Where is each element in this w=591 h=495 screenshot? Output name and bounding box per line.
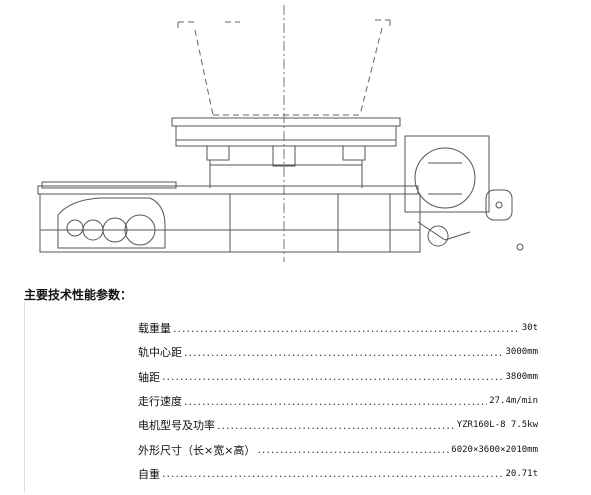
param-label: 外形尺寸（长×宽×高） <box>138 443 256 457</box>
param-row-load-capacity: 载重量 30t <box>138 316 538 340</box>
param-row-self-weight: 自重 20.71t <box>138 462 538 486</box>
main-frame <box>37 181 421 253</box>
drum-housing <box>404 135 513 241</box>
param-row-wheelbase: 轴距 3800mm <box>138 365 538 389</box>
dot-leader <box>162 370 503 383</box>
param-value: 27.4m/min <box>489 396 538 407</box>
hopper-outline <box>177 19 391 116</box>
divider <box>24 302 25 492</box>
gearbox <box>57 197 166 249</box>
param-value: YZR160L-8 7.5kw <box>456 420 538 431</box>
param-label: 自重 <box>138 467 160 481</box>
parameters-list: 载重量 30t 轨中心距 3000mm 轴距 3800mm 走行速度 27.4m… <box>138 316 538 486</box>
param-label: 走行速度 <box>138 395 182 409</box>
param-row-motor: 电机型号及功率 YZR160L-8 7.5kw <box>138 413 538 437</box>
dot-leader <box>184 346 503 359</box>
param-value: 3000mm <box>505 347 538 358</box>
machine-drawing <box>37 5 524 262</box>
dot-leader <box>162 467 503 480</box>
param-value: 3800mm <box>505 371 538 382</box>
param-label: 电机型号及功率 <box>138 419 215 433</box>
supports <box>206 145 366 188</box>
dot-leader <box>217 419 455 432</box>
wheels <box>427 225 524 251</box>
dot-leader <box>173 322 520 335</box>
param-label: 轴距 <box>138 370 160 384</box>
param-label: 载重量 <box>138 322 171 336</box>
parameters-title: 主要技术性能参数： <box>24 288 133 302</box>
upper-platform <box>171 117 401 147</box>
param-label: 轨中心距 <box>138 346 182 360</box>
param-row-travel-speed: 走行速度 27.4m/min <box>138 389 538 413</box>
param-value: 30t <box>521 323 538 334</box>
param-row-dimensions: 外形尺寸（长×宽×高） 6020×3600×2010mm <box>138 437 538 461</box>
param-value: 20.71t <box>505 468 538 479</box>
param-value: 6020×3600×2010mm <box>451 444 538 455</box>
param-row-rail-gauge: 轨中心距 3000mm <box>138 340 538 364</box>
dot-leader <box>257 443 449 456</box>
dot-leader <box>184 395 487 408</box>
